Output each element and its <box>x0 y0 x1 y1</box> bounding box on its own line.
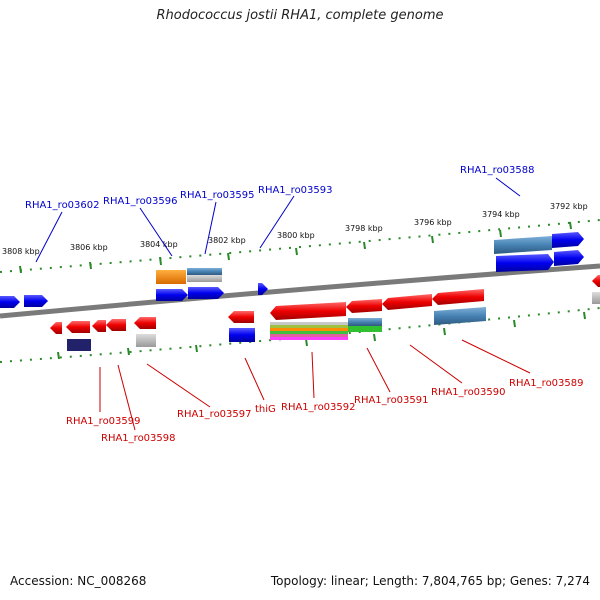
gene-label-bottom[interactable]: RHA1_ro03589 <box>509 378 584 389</box>
gene-arrow-reverse[interactable] <box>66 321 90 333</box>
gene-arrow-reverse[interactable] <box>592 275 600 287</box>
accession-text: Accession: NC_008268 <box>10 574 147 588</box>
kbp-label: 3796 kbp <box>414 218 452 227</box>
gene-arrow-forward[interactable] <box>188 287 224 299</box>
kbp-label: 3802 kbp <box>208 236 246 245</box>
gene-arrow-reverse[interactable] <box>134 317 156 329</box>
genome-axis <box>0 263 600 319</box>
top-tick-track <box>0 219 600 274</box>
bottom-label-leaders <box>99 339 531 431</box>
gene-arrow-reverse[interactable] <box>346 299 382 313</box>
feature-block-navy[interactable] <box>67 339 91 351</box>
gene-label-bottom[interactable]: RHA1_ro03590 <box>431 387 506 398</box>
forward-genes <box>0 232 584 308</box>
gene-label-bottom[interactable]: RHA1_ro03598 <box>101 433 176 444</box>
top-label-leaders <box>35 177 521 263</box>
gene-label-bottom[interactable]: RHA1_ro03599 <box>66 416 141 427</box>
gene-arrow-forward[interactable] <box>496 254 554 272</box>
feature-block-gray[interactable] <box>187 275 222 282</box>
gene-arrow-forward[interactable] <box>0 296 20 308</box>
gene-label-top[interactable]: RHA1_ro03596 <box>103 196 178 207</box>
feature-block-gray[interactable] <box>136 334 156 347</box>
feature-block-gray[interactable] <box>592 292 600 304</box>
gene-arrow-reverse[interactable] <box>92 320 106 332</box>
feature-block-steelblue[interactable] <box>187 268 222 275</box>
gene-arrow-forward[interactable] <box>554 250 584 266</box>
kbp-label: 3794 kbp <box>482 210 520 219</box>
gene-arrow-reverse[interactable] <box>50 322 62 334</box>
gene-label-bottom[interactable]: thiG <box>255 404 276 415</box>
gene-arrow-reverse[interactable] <box>106 319 126 331</box>
kbp-label: 3804 kbp <box>140 240 178 249</box>
kbp-label: 3808 kbp <box>2 247 40 256</box>
gene-label-top[interactable]: RHA1_ro03588 <box>460 165 535 176</box>
gene-label-bottom[interactable]: RHA1_ro03597 <box>177 409 252 420</box>
feature-block-steelblue[interactable] <box>494 236 552 254</box>
gene-arrow-forward[interactable] <box>24 295 48 307</box>
gene-label-top[interactable]: RHA1_ro03595 <box>180 190 255 201</box>
gene-arrow-reverse[interactable] <box>382 294 432 310</box>
feature-block-steelblue[interactable] <box>348 318 382 326</box>
genome-summary-text: Topology: linear; Length: 7,804,765 bp; … <box>270 574 590 588</box>
kbp-label: 3800 kbp <box>277 231 315 240</box>
gene-arrow-reverse[interactable] <box>270 302 346 320</box>
kbp-label: 3806 kbp <box>70 243 108 252</box>
gene-arrow-reverse[interactable] <box>432 289 484 305</box>
gene-arrow-reverse[interactable] <box>228 311 254 323</box>
gene-arrow-forward[interactable] <box>552 232 584 248</box>
feature-block-multicolor[interactable] <box>270 322 348 340</box>
kbp-label: 3792 kbp <box>550 202 588 211</box>
feature-block-blue[interactable] <box>229 328 255 342</box>
feature-block-green[interactable] <box>348 326 382 332</box>
gene-label-bottom[interactable]: RHA1_ro03591 <box>354 395 429 406</box>
gene-arrow-forward[interactable] <box>258 283 268 295</box>
feature-block-orange[interactable] <box>156 270 186 284</box>
feature-block-steelblue[interactable] <box>434 307 486 325</box>
kbp-label: 3798 kbp <box>345 224 383 233</box>
gene-arrow-forward[interactable] <box>156 289 188 301</box>
genome-title: Rhodococcus jostii RHA1, complete genome <box>156 8 444 23</box>
gene-label-top[interactable]: RHA1_ro03602 <box>25 200 100 211</box>
reverse-genes <box>50 275 600 351</box>
gene-label-bottom[interactable]: RHA1_ro03592 <box>281 402 356 413</box>
gene-label-top[interactable]: RHA1_ro03593 <box>258 185 333 196</box>
